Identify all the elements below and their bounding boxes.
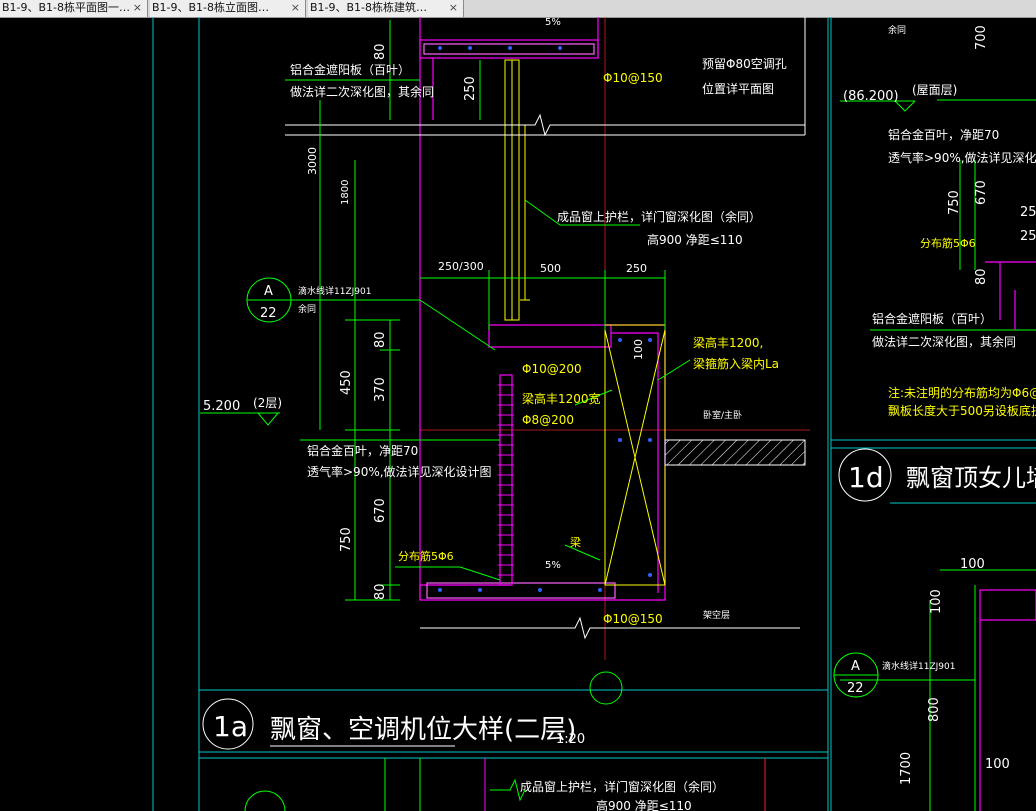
- right-ref-top: A: [851, 659, 860, 674]
- close-icon[interactable]: ×: [290, 1, 300, 14]
- ac-hole-note-1: 预留Φ80空调孔: [702, 57, 787, 71]
- axis-bubble: [589, 671, 623, 705]
- louver-note-1: 铝合金百叶，净距70: [307, 443, 418, 458]
- detail-1d-title: 飘窗顶女儿墙饰线大: [906, 464, 1036, 492]
- right-level: (86.200): [843, 89, 899, 104]
- right-dim-100b: 100: [929, 589, 944, 614]
- dim-v-3000: 3000: [306, 147, 319, 175]
- dim-slab-100: 100: [632, 339, 645, 360]
- right-note-1: 注:未注明的分布筋均为Φ6@200: [888, 385, 1036, 400]
- dim-v-80a: 80: [373, 331, 388, 348]
- sunshade-note-1: 铝合金遮阳板（百叶）: [290, 62, 410, 77]
- ref-note-1: 滴水线详11ZJ901: [298, 285, 371, 297]
- right-dim-670: 670: [974, 180, 989, 205]
- louver-slats: [498, 384, 514, 576]
- beam-mid-note-1: 梁高丰1200宽: [522, 391, 601, 406]
- dim-h-2: 500: [540, 262, 561, 275]
- bottom-guard-2: 高900 净距≤110: [596, 798, 692, 811]
- window-guard: [504, 59, 666, 586]
- right-note-2: 飘板长度大于500另设板底抗裂钢筋网: [888, 403, 1036, 418]
- floor-slab-hatch: [664, 439, 806, 466]
- right-ref-bottom: 22: [847, 681, 864, 696]
- level-note: (2层): [253, 396, 282, 410]
- close-icon[interactable]: ×: [448, 1, 458, 14]
- tab-elevation[interactable]: B1-9、B1-8栋立面图… ×: [150, 0, 306, 17]
- tab-label: B1-9、B1-8栋栋建筑…: [310, 1, 428, 14]
- rebar-marks: [438, 46, 652, 592]
- level-value: 5.200: [203, 399, 240, 414]
- beam-note-2: 梁箍筋入梁内La: [693, 356, 779, 371]
- right-sunshade-2: 做法详二次深化图，其余同: [872, 334, 1016, 349]
- rebar-top: Φ10@150: [603, 71, 663, 85]
- right-dim-100a: 100: [960, 557, 985, 572]
- right-louver-2: 透气率>90%,做法详见深化设: [888, 150, 1036, 165]
- right-dim-700: 700: [974, 25, 989, 50]
- dim-v-80-top: 80: [373, 43, 388, 60]
- dim-h-3: 250: [626, 262, 647, 275]
- dim-v-250-top: 250: [463, 76, 478, 101]
- right-dim-800: 800: [927, 697, 942, 722]
- beam-label: 梁: [570, 535, 581, 549]
- right-dim-1700: 1700: [899, 752, 914, 785]
- beam-mid-note-2: Φ8@200: [522, 413, 574, 427]
- dimension-lines: [200, 20, 1036, 811]
- ac-hole-note-2: 位置详平面图: [702, 81, 774, 96]
- slope-top: 5%: [545, 17, 561, 28]
- ref-circle-bottom: 22: [260, 306, 277, 321]
- right-ref-note: 滴水线详11ZJ901: [882, 660, 955, 672]
- bottom-guard-1: 成品窗上护栏，详门窗深化图（余同）: [520, 779, 724, 794]
- right-louver-1: 铝合金百叶，净距70: [888, 127, 999, 142]
- detail-1d-structure: [979, 261, 1036, 811]
- right-dim-cut: 25: [1020, 229, 1036, 244]
- tab-plan[interactable]: B1-9、B1-8栋平面图一…×: [0, 0, 148, 17]
- right-dim-250: 250: [1020, 205, 1036, 220]
- right-sunshade-1: 铝合金遮阳板（百叶）: [872, 311, 992, 326]
- right-dim-100c: 100: [985, 757, 1010, 772]
- tab-architecture[interactable]: B1-9、B1-8栋栋建筑… ×: [308, 0, 464, 17]
- bottom-partial: [244, 758, 526, 811]
- louver-note-2: 透气率>90%,做法详见深化设计图: [307, 464, 492, 479]
- right-top-note: 余同: [888, 24, 906, 36]
- dim-h-1: 250/300: [438, 260, 484, 273]
- right-dist-bar: 分布筋5Φ6: [920, 236, 976, 250]
- dim-v-750: 750: [339, 527, 354, 552]
- detail-1a-structure: [419, 17, 666, 601]
- detail-1a-label: 1a: [213, 710, 248, 743]
- tab-label: B1-9、B1-8栋平面图一…: [2, 1, 131, 14]
- drawing-canvas[interactable]: 1a 飘窗、空调机位大样(二层) 1:20 A 22 滴水线详11ZJ901 余…: [0, 17, 1036, 811]
- guard-note-1: 成品窗上护栏，详门窗深化图（余同）: [557, 209, 761, 224]
- detail-1a-circle: [202, 698, 254, 750]
- ref-circle-top: A: [264, 284, 273, 299]
- slope-bottom: 5%: [545, 560, 561, 571]
- dim-v-450: 450: [339, 370, 354, 395]
- dim-v-670: 670: [373, 498, 388, 523]
- tab-label: B1-9、B1-8栋立面图…: [152, 1, 270, 14]
- room-label-2: 架空层: [703, 609, 730, 621]
- right-dim-80: 80: [974, 268, 989, 285]
- close-icon[interactable]: ×: [132, 1, 142, 14]
- right-level-note: (屋面层): [912, 83, 957, 97]
- sunshade-note-2: 做法详二次深化图，其余同: [290, 84, 434, 99]
- rebar-slab: Φ10@200: [522, 362, 582, 376]
- detail-1a-title: 飘窗、空调机位大样(二层): [270, 715, 576, 745]
- sheet-frame: [152, 17, 1036, 811]
- detail-1d-circle: [838, 448, 892, 502]
- detail-1a-scale: 1:20: [556, 732, 585, 747]
- rebar-bottom: Φ10@150: [603, 612, 663, 626]
- beam-note-1: 梁高丰1200,: [693, 335, 763, 350]
- break-lines: [285, 17, 806, 640]
- guard-note-2: 高900 净距≤110: [647, 232, 743, 247]
- room-label-1: 卧室/主卧: [703, 409, 742, 421]
- tab-bar: B1-9、B1-8栋平面图一…× B1-9、B1-8栋立面图…× B1-9、B1…: [0, 0, 1036, 18]
- ref-note-2: 余同: [298, 303, 316, 315]
- dim-v-370: 370: [373, 377, 388, 402]
- dim-v-80b: 80: [373, 583, 388, 600]
- dim-v-1800: 1800: [340, 180, 351, 205]
- dist-bar-note: 分布筋5Φ6: [398, 549, 454, 563]
- right-dim-750: 750: [947, 190, 962, 215]
- detail-1d-label: 1d: [848, 461, 884, 494]
